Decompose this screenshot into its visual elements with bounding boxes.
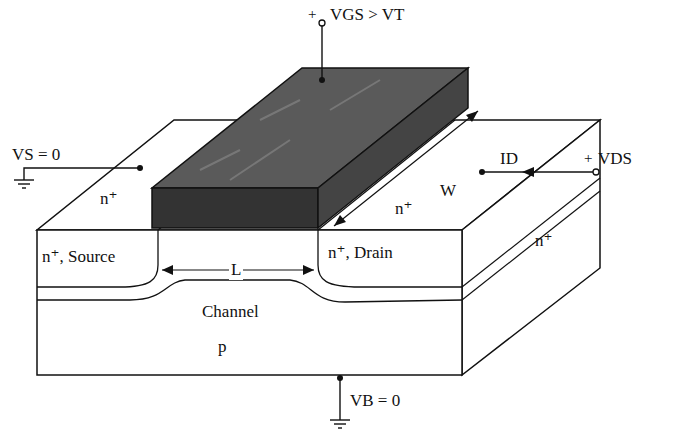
terminal xyxy=(593,169,599,175)
dimension-label: W xyxy=(440,182,456,201)
body-wire xyxy=(339,375,340,420)
region-label: p xyxy=(218,338,227,357)
ground-symbol xyxy=(22,187,26,188)
current-label: ID xyxy=(500,150,518,169)
contact-dot xyxy=(479,169,485,175)
ground-symbol xyxy=(334,423,346,424)
gate-texture xyxy=(200,80,380,180)
source-voltage-label: VS = 0 xyxy=(12,146,60,165)
gate-wire xyxy=(321,26,322,80)
channel-label: Channel xyxy=(200,303,261,322)
current-arrow xyxy=(522,167,534,177)
region-label: n⁺ xyxy=(100,190,117,209)
ground-symbol xyxy=(14,179,34,180)
contact-dot xyxy=(319,77,325,83)
layer-line xyxy=(462,191,600,300)
drain-wire xyxy=(482,171,593,172)
polarity-sign: + xyxy=(584,150,592,167)
source-wire xyxy=(24,168,140,180)
side-face xyxy=(462,120,600,375)
channel-boundary xyxy=(37,280,462,302)
dimension-label: L xyxy=(229,261,243,280)
arrowhead xyxy=(466,111,478,122)
body-voltage-label: VB = 0 xyxy=(350,392,400,411)
drain-voltage-label: VDS xyxy=(598,150,632,169)
contact-dot xyxy=(337,375,343,381)
polarity-sign: + xyxy=(308,6,316,23)
source-profile xyxy=(37,230,158,287)
front-face xyxy=(37,230,462,375)
contact-dot xyxy=(137,165,143,171)
layer-line xyxy=(462,178,600,287)
region-label: n⁺, Drain xyxy=(328,244,393,263)
region-label: n⁺, Source xyxy=(42,248,115,267)
arrowhead xyxy=(334,215,346,226)
gate-front xyxy=(152,188,318,228)
terminal xyxy=(319,20,325,26)
region-label: n⁺ xyxy=(395,200,412,219)
arrowhead xyxy=(303,265,314,275)
gate-voltage-label: VGS > VT xyxy=(330,6,404,25)
region-label: n⁺ xyxy=(535,232,552,251)
arrowhead xyxy=(162,265,173,275)
width-dimension xyxy=(334,111,478,226)
gate-side xyxy=(318,68,468,228)
ground-symbol xyxy=(18,183,30,184)
drain-profile xyxy=(318,230,462,287)
ground-symbol xyxy=(338,427,342,428)
ground-symbol xyxy=(330,419,350,420)
